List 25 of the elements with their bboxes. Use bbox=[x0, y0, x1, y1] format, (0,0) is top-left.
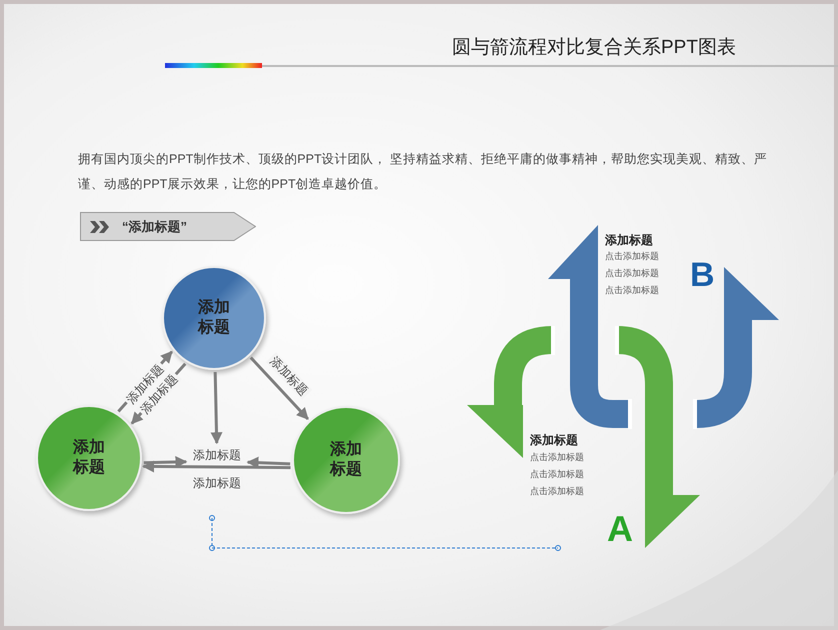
title: 圆与箭流程对比复合关系PPT图表 bbox=[452, 36, 736, 60]
arrow bbox=[144, 456, 188, 468]
tag-text: “添加标题” bbox=[122, 218, 187, 236]
arrow bbox=[246, 456, 290, 469]
sub-item: 点击添加标题 bbox=[530, 468, 584, 481]
edge-label: 添加标题 bbox=[190, 476, 243, 490]
sub-item: 点击添加标题 bbox=[530, 485, 584, 498]
sub-item: 点击添加标题 bbox=[605, 284, 659, 297]
arrow bbox=[210, 372, 222, 444]
arrow bbox=[142, 460, 291, 472]
heading: 添加标题 bbox=[530, 432, 578, 449]
title-tag bbox=[80, 212, 256, 241]
sub-item: 点击添加标题 bbox=[605, 250, 659, 263]
sub-item: 点击添加标题 bbox=[530, 451, 584, 464]
edge-label: 添加标题 bbox=[266, 352, 312, 400]
letter-label: B bbox=[690, 256, 715, 295]
heading: 添加标题 bbox=[605, 232, 653, 249]
circle-text: 添加标题 bbox=[196, 298, 231, 338]
sub-item: 点击添加标题 bbox=[605, 267, 659, 280]
intro-paragraph: 拥有国内顶尖的PPT制作技术、顶级的PPT设计团队， 坚持精益求精、拒绝平庸的做事精神，帮助您实现美观、精致、严谨、动感的PPT展示效果，让您的PPT创造卓越价值。 bbox=[78, 151, 768, 193]
letter-label: A bbox=[607, 508, 633, 550]
circle-text: 添加标题 bbox=[328, 440, 363, 480]
arrow bbox=[250, 356, 309, 420]
circle-text: 添加标题 bbox=[72, 438, 106, 478]
flow-label: 添加标题 bbox=[193, 446, 241, 464]
